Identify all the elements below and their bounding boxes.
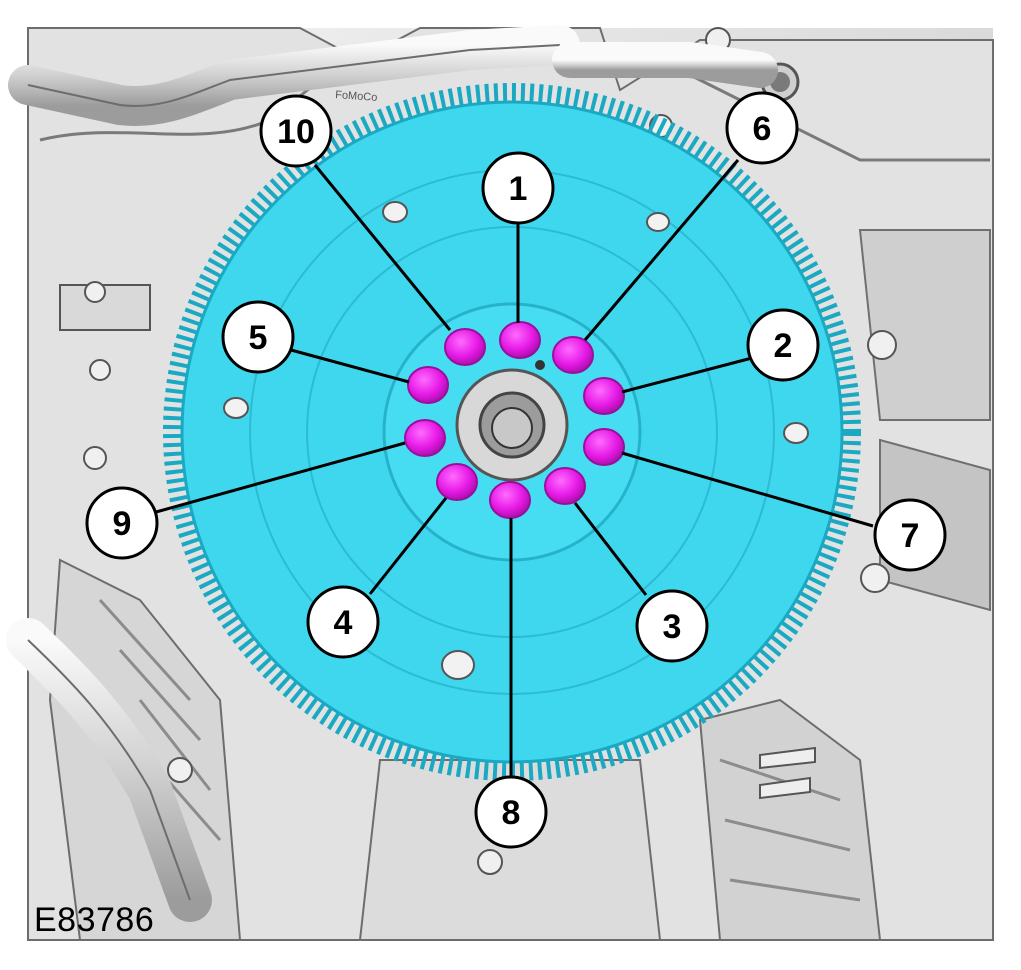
callout-label: 1 (509, 170, 528, 208)
callout-label: 7 (901, 517, 920, 555)
leader-line-6 (583, 159, 740, 341)
callout-label: 5 (249, 319, 268, 357)
flywheel-hole (441, 650, 475, 680)
flywheel-bolt-7 (583, 428, 625, 466)
callout-2: 2 (746, 308, 820, 382)
flywheel-bolt-3 (544, 467, 586, 505)
callout-label: 3 (663, 608, 682, 646)
callout-10: 10 (259, 94, 333, 168)
coolant-pipes (6, 25, 778, 922)
leader-line-5 (290, 348, 410, 384)
callout-label: 9 (113, 505, 132, 543)
leader-lines (155, 159, 874, 780)
leader-line-3 (573, 502, 648, 596)
flywheel-bolt-1 (499, 321, 541, 359)
callout-9: 9 (85, 486, 159, 560)
callout-8: 8 (474, 775, 548, 849)
callout-label: 2 (774, 327, 793, 365)
callout-label: 4 (334, 604, 353, 642)
flywheel-bolt-9 (404, 419, 446, 457)
flywheel-hole (382, 201, 408, 223)
callout-label: 6 (753, 110, 772, 148)
flywheel-hole (646, 212, 670, 232)
callout-5: 5 (221, 300, 295, 374)
flywheel-bolt-10 (444, 328, 486, 366)
leader-line-7 (621, 451, 874, 528)
leader-line-10 (313, 164, 452, 331)
engine-stamp: FoMoCo (335, 89, 378, 104)
leader-line-9 (155, 441, 406, 514)
callout-4: 4 (306, 585, 380, 659)
leader-line-2 (621, 356, 753, 394)
callout-label: 10 (277, 113, 315, 151)
callout-7: 7 (873, 498, 947, 572)
callout-6: 6 (725, 91, 799, 165)
callout-3: 3 (635, 589, 709, 663)
callouts: 1 2 3 4 5 6 7 8 (85, 91, 947, 849)
flywheel-hole (783, 422, 809, 444)
flywheel-bolt-5 (407, 366, 449, 404)
flywheel-bolt-6 (552, 336, 594, 374)
flywheel-bolt-4 (436, 463, 478, 501)
flywheel-bolt-8 (489, 481, 531, 519)
callout-label: 8 (502, 794, 521, 832)
figure-id: E83786 (34, 901, 155, 939)
callout-1: 1 (481, 151, 555, 225)
flywheel-bolt-2 (583, 377, 625, 415)
leader-line-4 (368, 497, 448, 595)
flywheel-bolts (404, 321, 625, 519)
flywheel-hole (223, 397, 249, 419)
